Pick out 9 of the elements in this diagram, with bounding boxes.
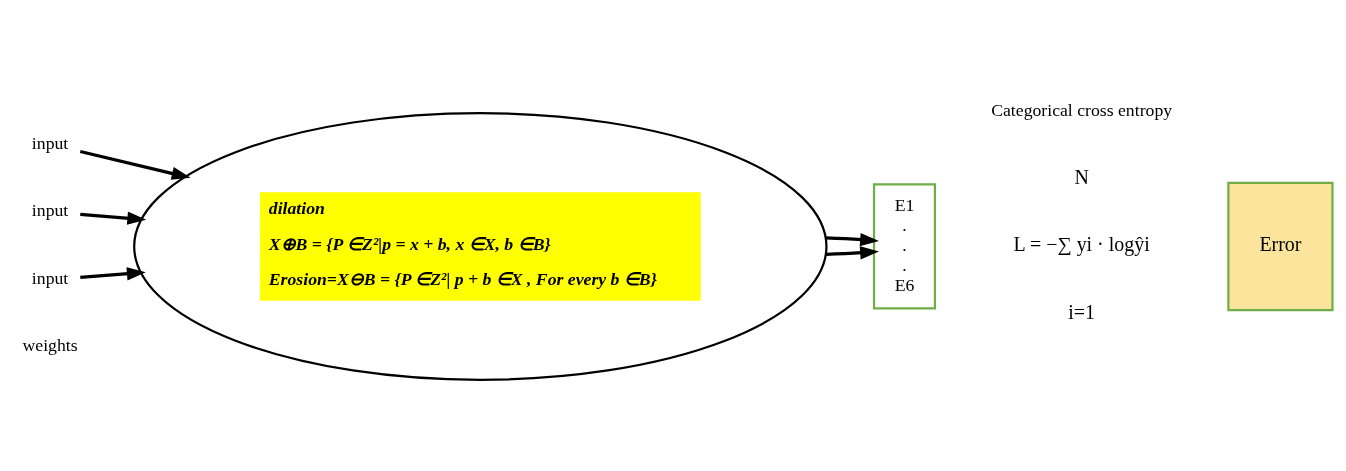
node-text: dilation X⊕B = {P ∈Z²|p = x + b, x ∈X, b ∈B} Erosion=X⊖B = {P ∈Z²| p + b ∈X , For every b ∈B} (268, 198, 657, 289)
node-text: input (31, 200, 69, 221)
node-text: input (31, 267, 69, 288)
label: Categorical cross entropy (991, 99, 1173, 120)
node-text: input (31, 132, 69, 153)
label: N (1074, 165, 1089, 188)
label: weights (22, 335, 78, 356)
label: L = −∑ yi · logŷi (1013, 233, 1150, 256)
label: i=1 (1068, 300, 1096, 323)
